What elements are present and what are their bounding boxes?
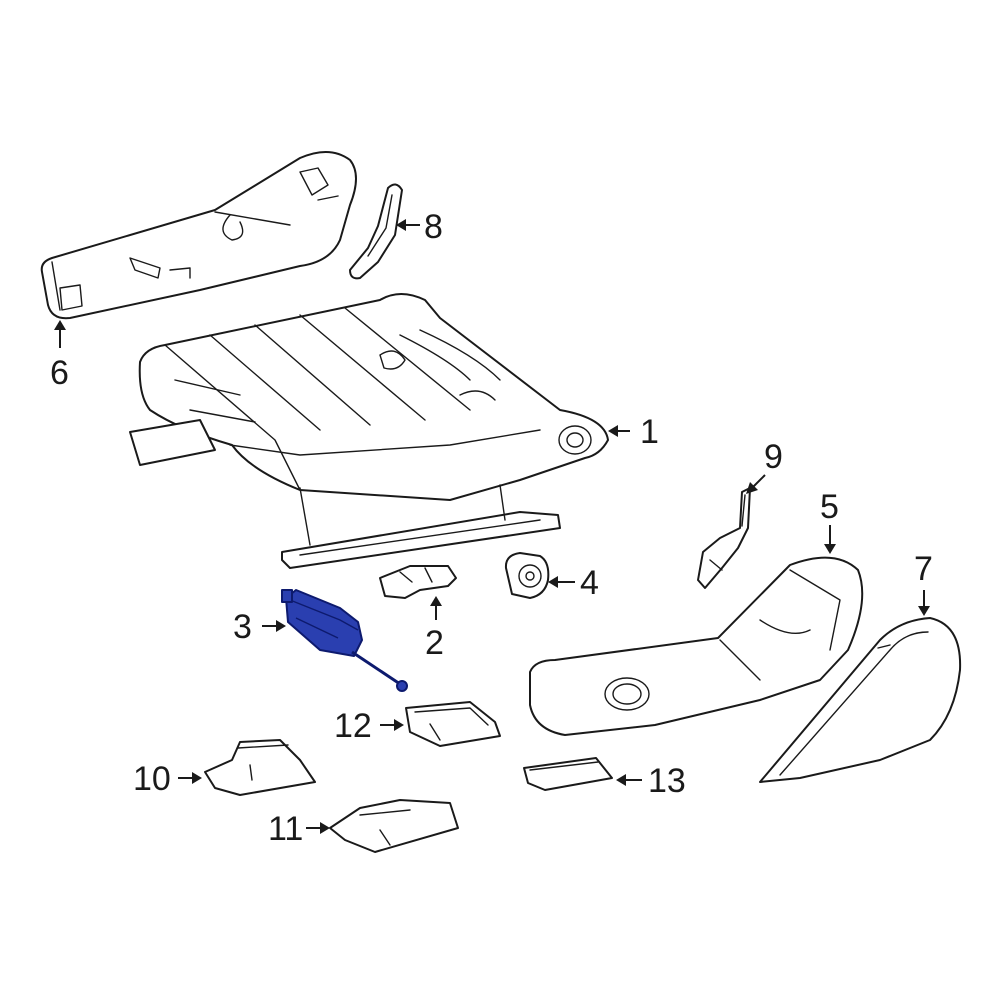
callout-6: 6 — [50, 354, 69, 392]
part-11-trim-piece[interactable] — [329, 799, 459, 853]
part-9-bracket[interactable] — [697, 487, 751, 589]
callout-13: 13 — [648, 762, 686, 800]
callout-8: 8 — [424, 208, 443, 246]
leader-lines — [54, 219, 930, 834]
callout-10: 10 — [133, 760, 171, 798]
part-1-seat-frame[interactable] — [129, 293, 609, 569]
part-4-motor[interactable] — [504, 552, 550, 599]
part-6-side-shield[interactable] — [40, 151, 357, 320]
callout-3: 3 — [233, 608, 252, 646]
callout-4: 4 — [580, 564, 599, 602]
part-2-bracket[interactable] — [379, 565, 457, 599]
part-13-trim-piece[interactable] — [523, 757, 613, 791]
part-8-trim-bracket[interactable] — [349, 183, 403, 280]
callout-7: 7 — [914, 550, 933, 588]
callout-2: 2 — [425, 624, 444, 662]
callout-12: 12 — [334, 707, 372, 745]
callout-11: 11 — [268, 810, 303, 848]
part-10-trim-piece[interactable] — [204, 739, 316, 796]
part-7-cover-panel[interactable] — [759, 617, 962, 783]
callout-labels: 1 2 3 4 5 6 7 8 9 10 11 12 13 — [50, 208, 933, 848]
callout-9: 9 — [764, 438, 783, 476]
part-3-actuator[interactable] — [281, 589, 408, 692]
part-12-trim-clip[interactable] — [405, 701, 501, 747]
part-5-inner-shield[interactable] — [529, 556, 864, 736]
callout-5: 5 — [820, 488, 839, 526]
callout-1: 1 — [640, 413, 659, 451]
